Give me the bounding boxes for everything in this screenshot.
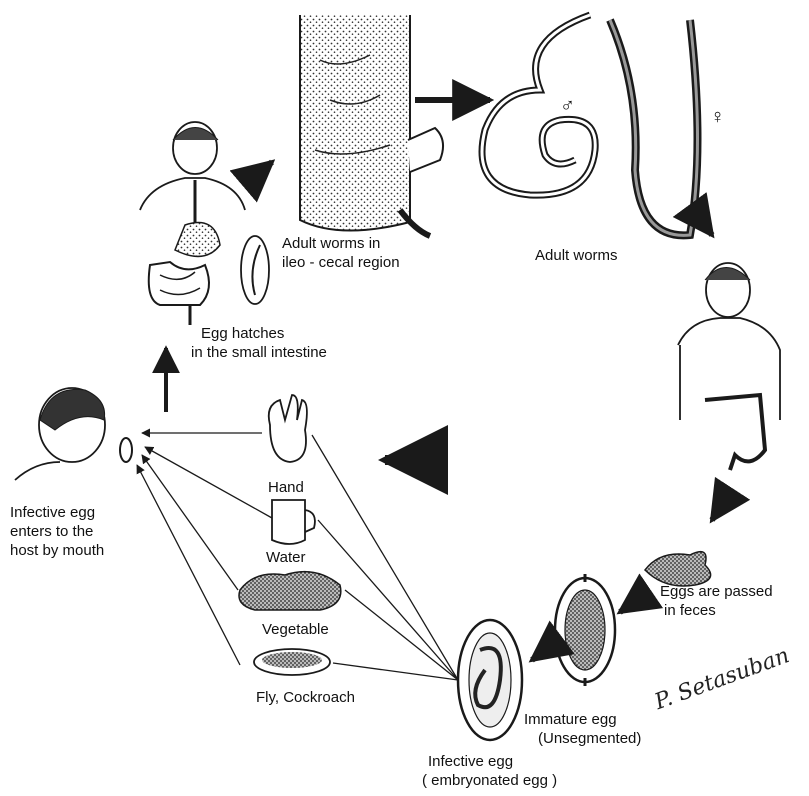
label-line: host by mouth: [10, 541, 104, 560]
label-adult-worms: Adult worms: [535, 246, 618, 265]
label-infective-entry: Infective egg enters to the host by mout…: [10, 503, 104, 560]
label-line: ( embryonated egg ): [422, 771, 557, 790]
label-fly-cockroach: Fly, Cockroach: [256, 688, 355, 707]
label-line: in feces: [660, 601, 773, 620]
person-swallowing-drawing: [140, 122, 269, 325]
label-hand: Hand: [268, 478, 304, 497]
person-excreting-drawing: [678, 263, 780, 470]
label-egg-hatches: Egg hatches in the small intestine: [191, 324, 327, 362]
label-line: in the small intestine: [191, 343, 327, 362]
label-line: Eggs are passed: [660, 582, 773, 601]
label-line: Infective egg: [10, 503, 104, 522]
label-adult-worms-region: Adult worms in ileo - cecal region: [282, 234, 400, 272]
label-eggs-passed: Eggs are passed in feces: [660, 582, 773, 620]
label-immature-egg: Immature egg (Unsegmented): [520, 710, 641, 748]
label-line: (Unsegmented): [520, 729, 641, 748]
label-line: Adult worms in: [282, 234, 400, 253]
female-symbol: ♀: [710, 108, 725, 127]
label-line: ileo - cecal region: [282, 253, 400, 272]
immature-egg-drawing: [555, 574, 615, 686]
cycle-arrows: [166, 100, 725, 660]
label-line: enters to the: [10, 522, 104, 541]
label-water: Water: [266, 548, 305, 567]
feces-drawing: [645, 552, 711, 586]
adult-worms-drawing: [482, 15, 698, 235]
label-vegetable: Vegetable: [262, 620, 329, 639]
label-line: Immature egg: [520, 710, 641, 729]
male-symbol: ♂: [560, 97, 575, 116]
infective-egg-drawing: [458, 620, 522, 740]
label-line: Egg hatches: [191, 324, 327, 343]
child-eating-drawing: [15, 388, 132, 480]
label-line: Infective egg: [422, 752, 557, 771]
intestine-drawing: [300, 15, 443, 236]
label-infective-egg: Infective egg ( embryonated egg ): [422, 752, 557, 790]
